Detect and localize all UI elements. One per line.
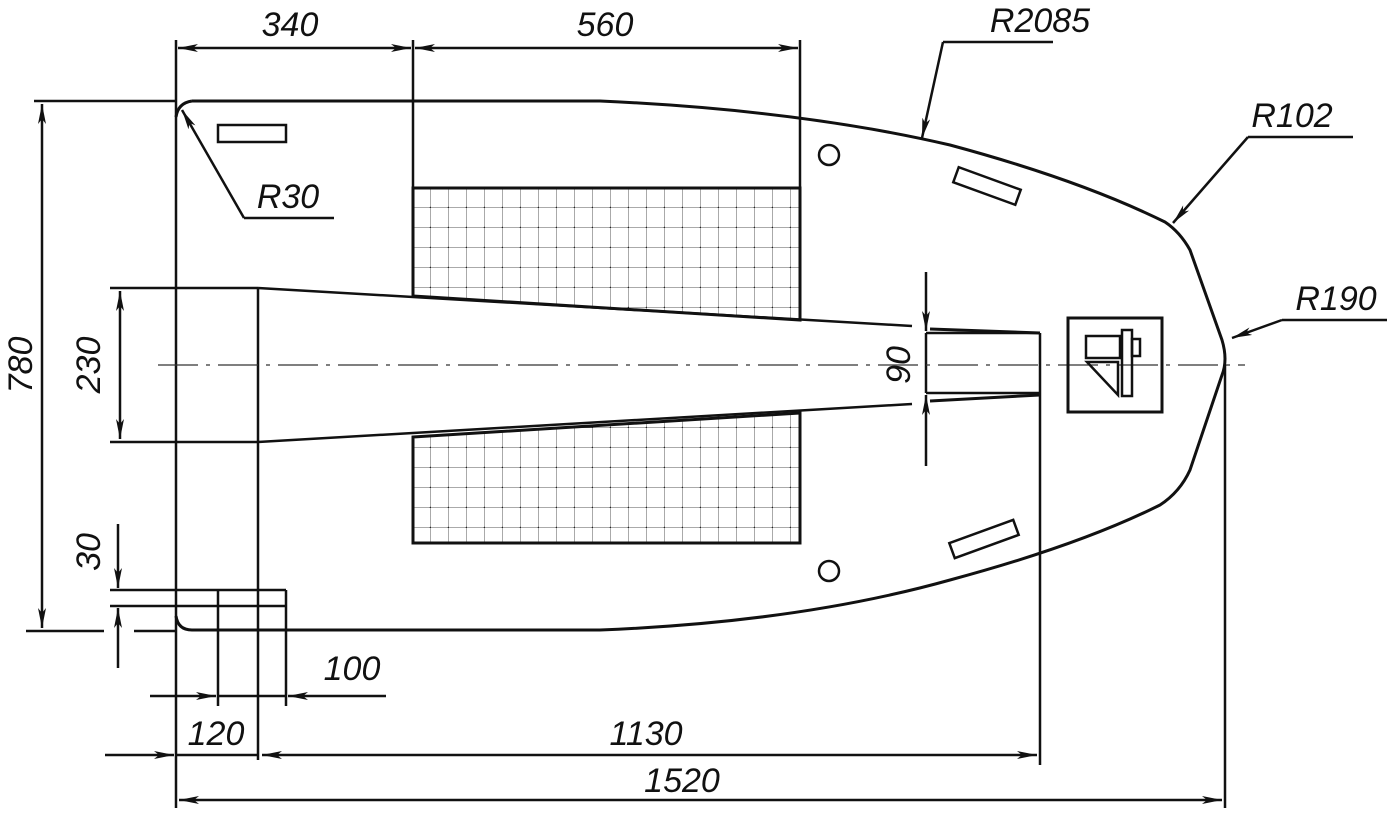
dim-100-label: 100 [324, 650, 381, 688]
dim-1130-label: 1130 [609, 715, 682, 753]
slot-top-left [216, 123, 288, 144]
radius-r2085-label: R2085 [990, 2, 1090, 40]
hole-bottom [817, 559, 841, 583]
dim-1520-label: 1520 [644, 762, 720, 800]
radius-r190-label: R190 [1295, 280, 1376, 318]
leader-r2085 [920, 40, 1053, 139]
grid-area-bottom [411, 411, 802, 545]
leader-r30 [180, 109, 334, 220]
dim-30-label: 30 [70, 533, 108, 571]
radius-r30-label: R30 [257, 178, 319, 216]
motor-mount-icon [1066, 316, 1164, 414]
radius-r102-label: R102 [1251, 97, 1332, 135]
dim-120-label: 120 [188, 715, 245, 753]
hull-outline [174, 99, 1227, 632]
slot-top-right [951, 165, 1023, 207]
leader-r102 [1172, 135, 1353, 224]
dim-560-label: 560 [577, 6, 634, 44]
leader-r190 [1231, 318, 1387, 340]
hole-top [817, 143, 841, 167]
dim-90-label: 90 [880, 346, 918, 384]
transom-ledge [26, 588, 288, 706]
dim-780-label: 780 [2, 337, 40, 394]
slot-bottom-right [947, 518, 1021, 560]
dim-340-label: 340 [262, 6, 319, 44]
cockpit-taper [110, 286, 1042, 765]
dim-230-label: 230 [70, 337, 108, 395]
